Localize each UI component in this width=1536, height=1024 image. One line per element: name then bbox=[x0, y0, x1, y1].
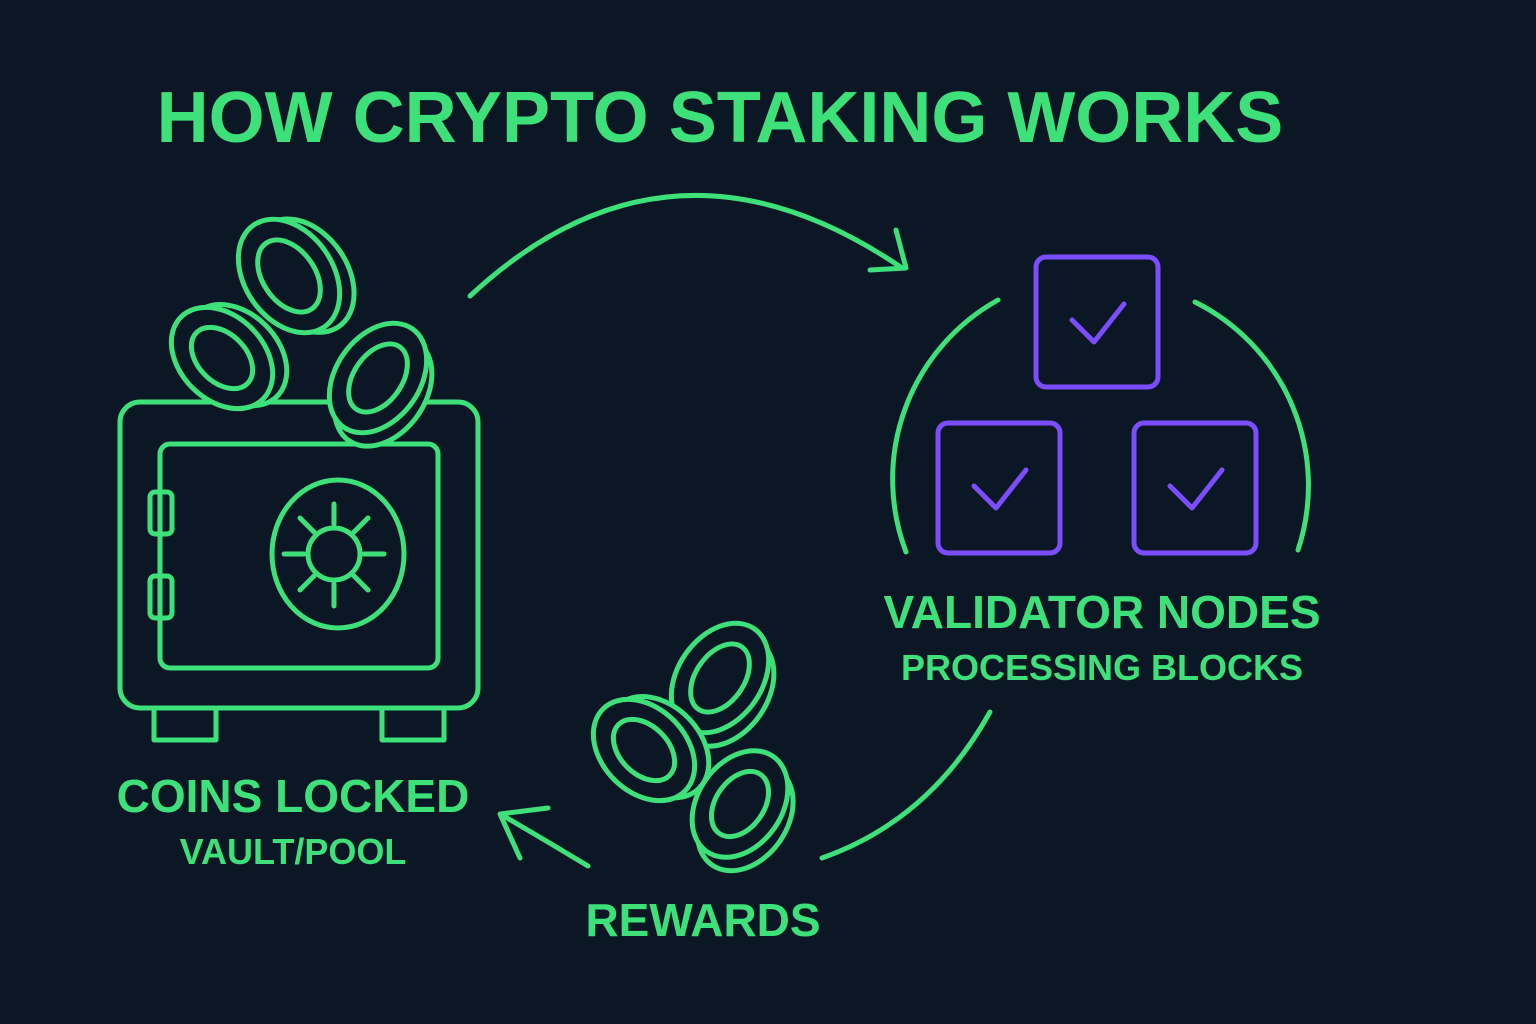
validators-label: VALIDATOR NODES bbox=[883, 586, 1320, 638]
validators-sublabel: PROCESSING BLOCKS bbox=[901, 647, 1303, 688]
coin-icon bbox=[235, 216, 357, 336]
validator-ring bbox=[890, 297, 1311, 555]
check-box-icon bbox=[1131, 420, 1259, 556]
check-box-icon bbox=[935, 420, 1063, 556]
flow-arrow-to-validators bbox=[467, 193, 909, 299]
diagram-title: HOW CRYPTO STAKING WORKS bbox=[157, 78, 1284, 158]
rewards-label: REWARDS bbox=[585, 894, 820, 946]
coin-icon bbox=[326, 320, 435, 449]
vault-label: COINS LOCKED bbox=[117, 770, 470, 822]
safe-icon bbox=[117, 399, 481, 743]
coin-icon bbox=[668, 620, 777, 749]
check-box-icon bbox=[1033, 254, 1161, 390]
coin-icon bbox=[590, 694, 712, 804]
flow-arrow-to-vault bbox=[497, 805, 591, 869]
coin-icon bbox=[689, 748, 796, 874]
flow-arrow-from-validators bbox=[819, 709, 993, 861]
coin-icon bbox=[168, 302, 290, 412]
vault-sublabel: VAULT/POOL bbox=[180, 831, 407, 872]
